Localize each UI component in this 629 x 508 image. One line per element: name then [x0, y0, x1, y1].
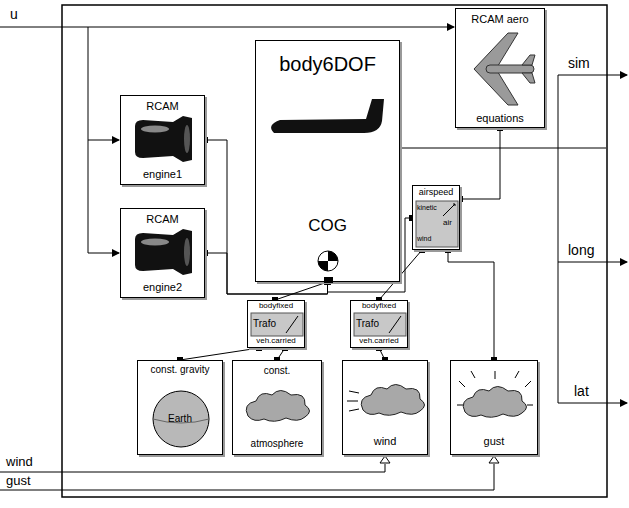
block-text: Earth: [138, 413, 222, 424]
block-text: kinetic: [417, 204, 437, 212]
output-signal: sim: [566, 56, 592, 71]
engine-block: RCAM engine2: [120, 208, 205, 298]
input-signal: gust: [4, 474, 33, 488]
block-text: air: [443, 219, 452, 228]
wind-block: wind: [342, 360, 428, 455]
atmosphere-block: const. atmosphere: [232, 360, 322, 455]
block-text: veh.carried: [248, 337, 304, 346]
block-text: Trafo: [253, 318, 276, 329]
block-text: const. gravity: [138, 364, 222, 375]
block-icon: [456, 9, 546, 129]
block-text: engine1: [121, 168, 204, 180]
connector: [457, 125, 503, 202]
gust-block: gust: [450, 360, 538, 455]
input-port: [489, 456, 499, 463]
block-text: body6DOF: [256, 53, 399, 75]
input-port: [380, 456, 390, 463]
block-text: bodyfixed: [248, 302, 304, 311]
input-signal: u: [8, 7, 20, 22]
block-text: RCAM: [121, 100, 204, 112]
aero-block: RCAM aero equations: [455, 8, 545, 128]
connector: [445, 247, 497, 363]
block-text: RCAM aero: [456, 13, 544, 25]
output-signal: long: [566, 243, 596, 258]
block-text: COG: [256, 217, 399, 236]
block-icon: [138, 361, 224, 456]
block-text: gust: [451, 435, 537, 447]
block-text: bodyfixed: [351, 302, 407, 311]
transform-block: bodyfixedTrafo veh.carried: [350, 300, 408, 348]
input-wires: [0, 27, 494, 490]
output-signal: lat: [572, 384, 591, 399]
rigid-body-block: body6DOF COG: [255, 40, 400, 282]
input-signal: wind: [4, 455, 35, 469]
block-text: wind: [343, 435, 427, 447]
block-icon: [256, 41, 401, 283]
gravity-block: const. gravityEarth: [137, 360, 223, 455]
block-text: airspeed: [413, 188, 459, 198]
block-text: atmosphere: [233, 438, 321, 449]
block-text: Trafo: [356, 318, 379, 329]
block-text: engine2: [121, 281, 204, 293]
transform-block: bodyfixedTrafo veh.carried: [247, 300, 305, 348]
block-text: RCAM: [121, 213, 204, 225]
block-text: veh.carried: [351, 337, 407, 346]
engine-block: RCAM engine1: [120, 95, 205, 185]
airspeed-block: airspeed kinetic air wind: [412, 185, 460, 250]
block-text: const.: [233, 365, 321, 376]
block-text: wind: [417, 235, 431, 243]
block-text: equations: [456, 112, 544, 124]
system-frame: [62, 5, 607, 497]
